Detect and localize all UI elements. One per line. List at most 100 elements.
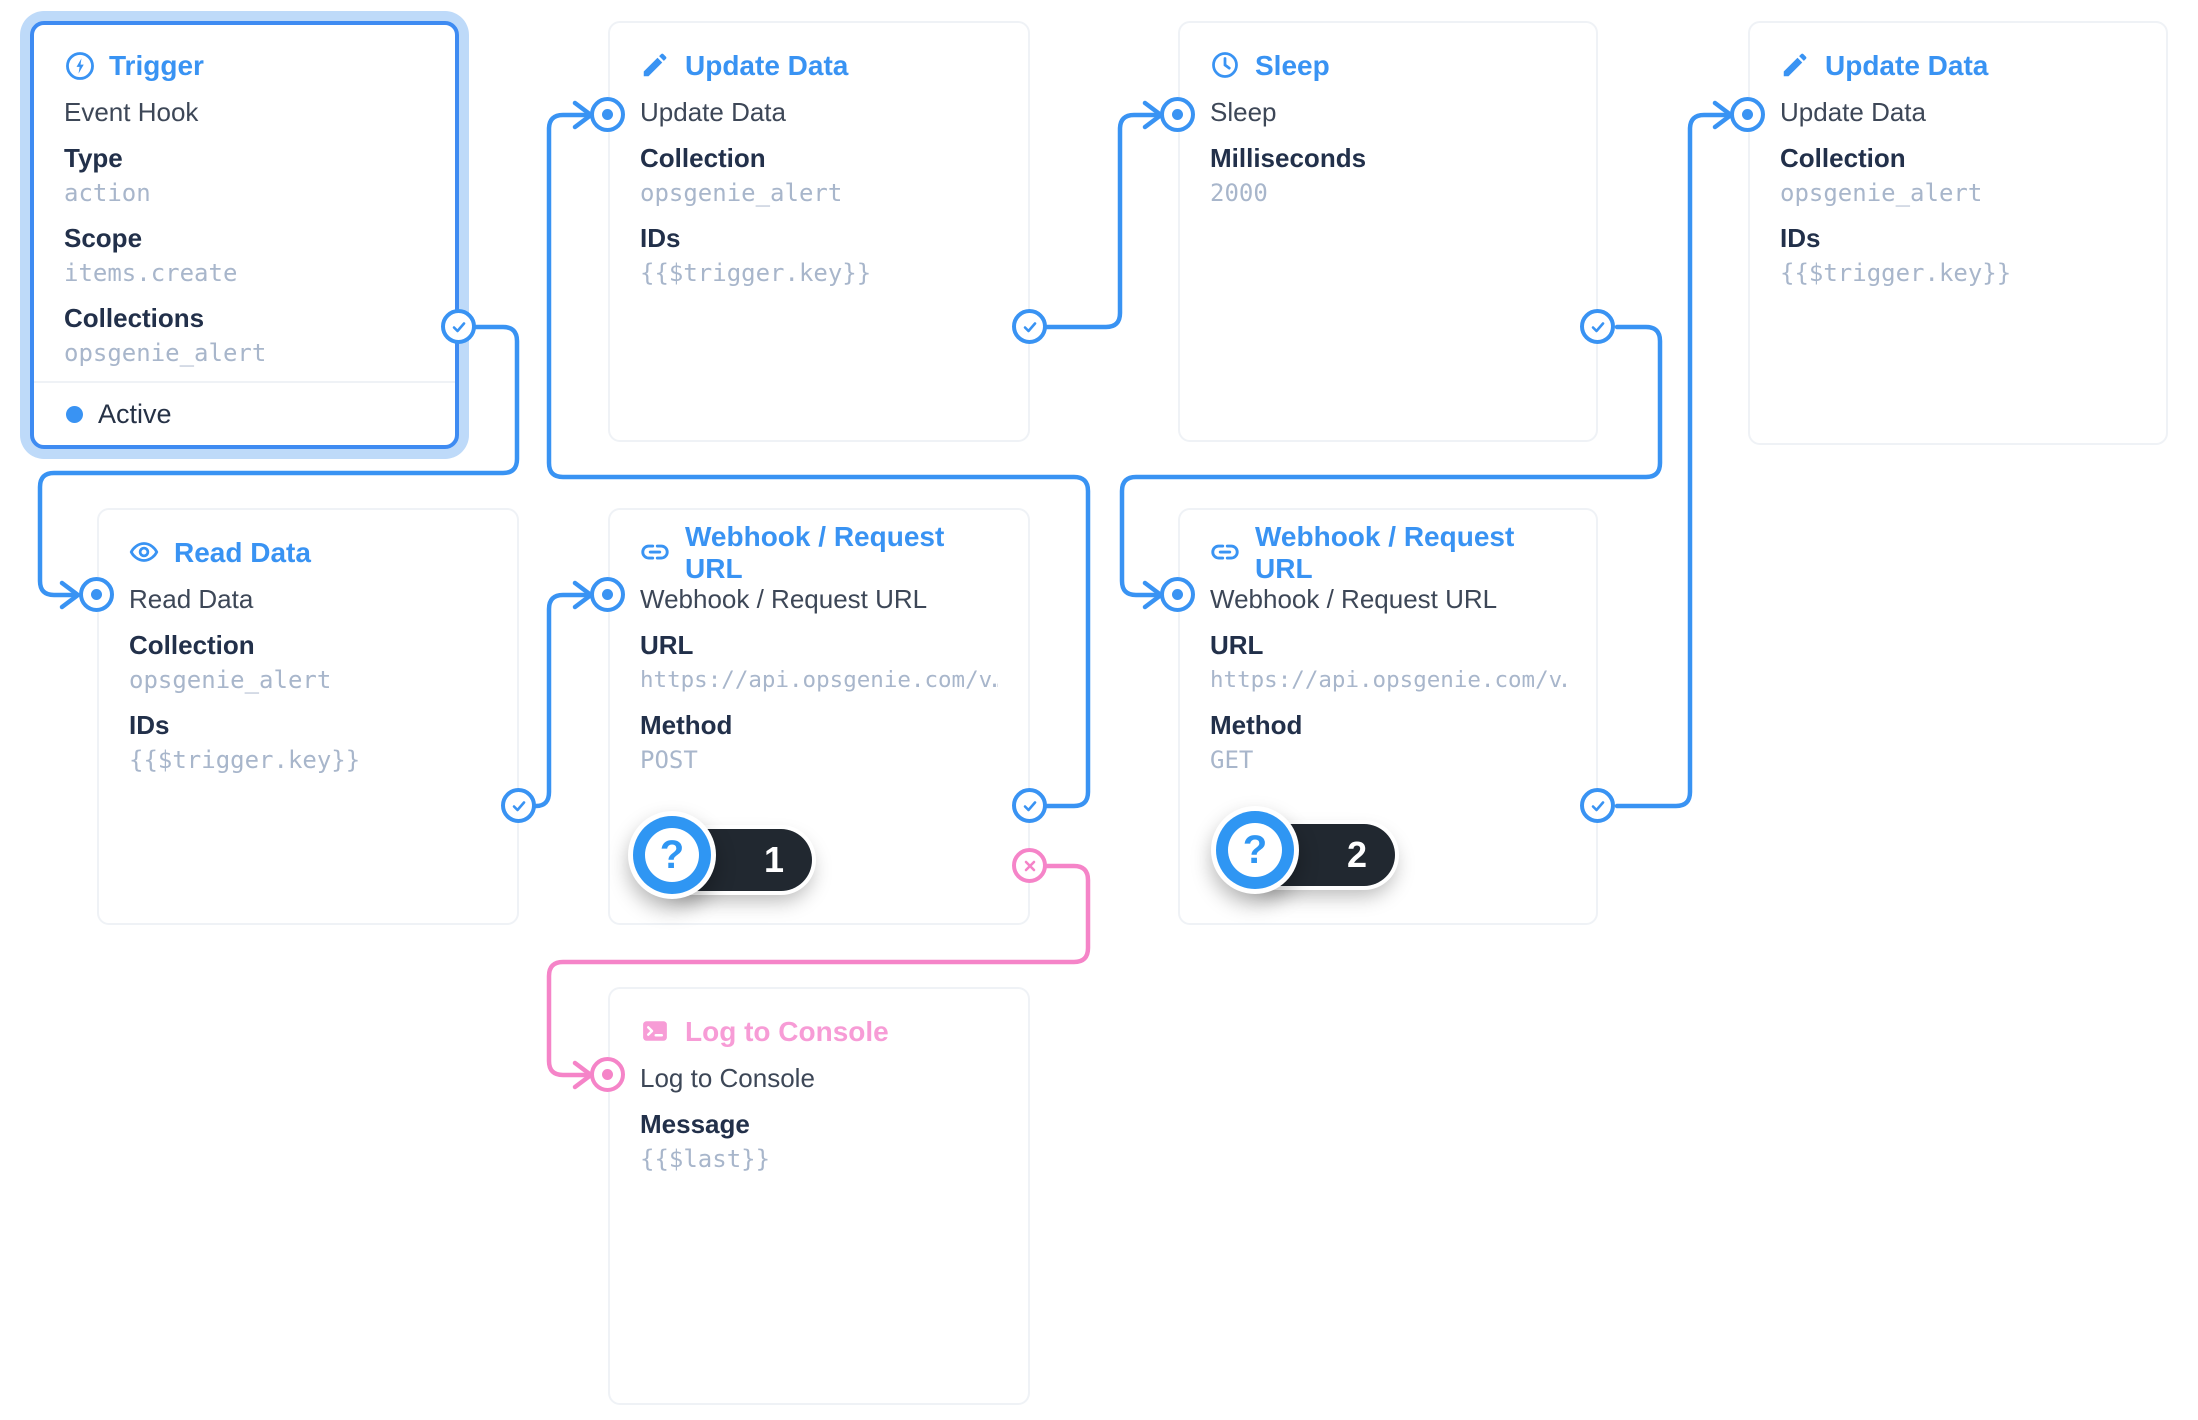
field-value: GET [1210,746,1254,774]
trigger-resolve-handle[interactable] [441,309,476,344]
node-title: Read Data [174,537,311,568]
field-label: IDs [640,223,681,253]
field-label: Scope [64,223,143,253]
question-glyph: ? [659,832,685,877]
webhook-get-resolve-handle[interactable] [1580,788,1615,823]
node-title: Log to Console [685,1016,889,1047]
arrowhead-icon [1712,100,1734,130]
node-title-row: Webhook / Request URL [1210,521,1566,584]
field-value: opsgenie_alert [64,339,267,367]
arrowhead-icon [572,580,594,610]
field-value: {{$last}} [640,1145,771,1173]
arrowhead-icon [572,1060,594,1090]
terminal-icon [640,1016,672,1048]
trigger-title-row: Trigger [64,47,425,85]
field-label: Collection [129,630,255,660]
webhook-get-input-handle[interactable] [1160,577,1195,612]
field-value: 2000 [1210,179,1268,207]
webhook-post-resolve-handle[interactable] [1012,788,1047,823]
question-badge-icon: ? [628,811,716,899]
field-label: Type [64,143,123,173]
node-title-row: Read Data [129,534,487,572]
status-badge: Active [98,398,172,429]
update-data-1-input-handle[interactable] [590,97,625,132]
link-icon [1210,537,1242,569]
field-value: opsgenie_alert [640,179,843,207]
field-value: {{$trigger.key}} [640,259,872,287]
field-label: Message [640,1109,750,1139]
field-label: Collection [640,143,766,173]
operation-name: Update Data [1780,97,1926,127]
edge-update-data-1-to-sleep [1044,112,1162,330]
node-title: Sleep [1255,50,1330,81]
node-title-row: Sleep [1210,47,1566,85]
field-value: {{$trigger.key}} [129,746,361,774]
arrowhead-icon [1142,580,1164,610]
sleep-input-handle[interactable] [1160,97,1195,132]
node-title-row: Log to Console [640,1013,998,1051]
field-value: POST [640,746,698,774]
field-label: IDs [1780,223,1821,253]
operation-name: Sleep [1210,97,1277,127]
field-value: action [64,179,151,207]
link-icon [640,537,672,569]
arrowhead-icon [572,100,594,130]
step-number: 1 [763,839,784,880]
webhook-post-reject-handle[interactable] [1012,848,1047,883]
node-update-data-2[interactable]: Update Data Update Data Collection opsge… [1748,21,2168,445]
node-update-data-1[interactable]: Update Data Update Data Collection opsge… [608,21,1030,442]
pencil-icon [640,50,672,82]
pencil-icon [1780,50,1812,82]
trigger-type-name: Event Hook [64,97,199,127]
step-number: 2 [1346,834,1367,875]
operation-name: Webhook / Request URL [1210,584,1498,614]
field-label: URL [1210,630,1264,660]
operation-name: Log to Console [640,1063,815,1093]
active-status-dot-icon [66,405,83,423]
arrowhead-icon [59,580,81,610]
node-log-to-console[interactable]: Log to Console Log to Console Message {{… [608,987,1030,1405]
node-title-row: Webhook / Request URL [640,521,998,584]
node-trigger[interactable]: Trigger Event Hook Type action Scope ite… [30,21,459,449]
node-sleep[interactable]: Sleep Sleep Milliseconds 2000 [1178,21,1598,442]
edge-webhook-get-to-update-data-2 [1614,112,1732,809]
bolt-circle-icon [64,50,96,82]
node-title: Update Data [1825,50,1989,81]
node-title: Trigger [109,50,204,81]
field-label: Method [640,710,733,740]
operation-name: Update Data [640,97,786,127]
field-label: Collection [1780,143,1906,173]
read-data-input-handle[interactable] [79,577,114,612]
node-title: Update Data [685,50,849,81]
log-to-console-input-handle[interactable] [590,1057,625,1092]
node-title: Webhook / Request URL [1255,521,1515,584]
update-data-2-input-handle[interactable] [1730,97,1765,132]
sleep-resolve-handle[interactable] [1580,309,1615,344]
clock-icon [1210,50,1242,82]
read-data-resolve-handle[interactable] [501,788,536,823]
node-title: Webhook / Request URL [685,521,945,584]
operation-name: Read Data [129,584,254,614]
field-label: URL [640,630,694,660]
node-title-row: Update Data [1780,47,2136,85]
arrowhead-icon [1142,100,1164,130]
field-value: https://api.opsgenie.com/v… [640,667,998,693]
update-data-1-resolve-handle[interactable] [1012,309,1047,344]
eye-icon [129,537,161,569]
field-value: opsgenie_alert [129,666,332,694]
question-badge-icon: ? [1211,806,1299,894]
field-label: Collections [64,303,205,333]
operation-name: Webhook / Request URL [640,584,928,614]
node-read-data[interactable]: Read Data Read Data Collection opsgenie_… [97,508,519,925]
field-label: Milliseconds [1210,143,1367,173]
edge-read-data-to-webhook-post [533,592,592,809]
question-glyph: ? [1242,827,1268,872]
field-value: opsgenie_alert [1780,179,1983,207]
field-value: https://api.opsgenie.com/v… [1210,667,1566,693]
field-label: Method [1210,710,1303,740]
webhook-post-input-handle[interactable] [590,577,625,612]
trigger-status-row: Active [34,381,455,445]
field-label: IDs [129,710,170,740]
field-value: items.create [64,259,238,287]
